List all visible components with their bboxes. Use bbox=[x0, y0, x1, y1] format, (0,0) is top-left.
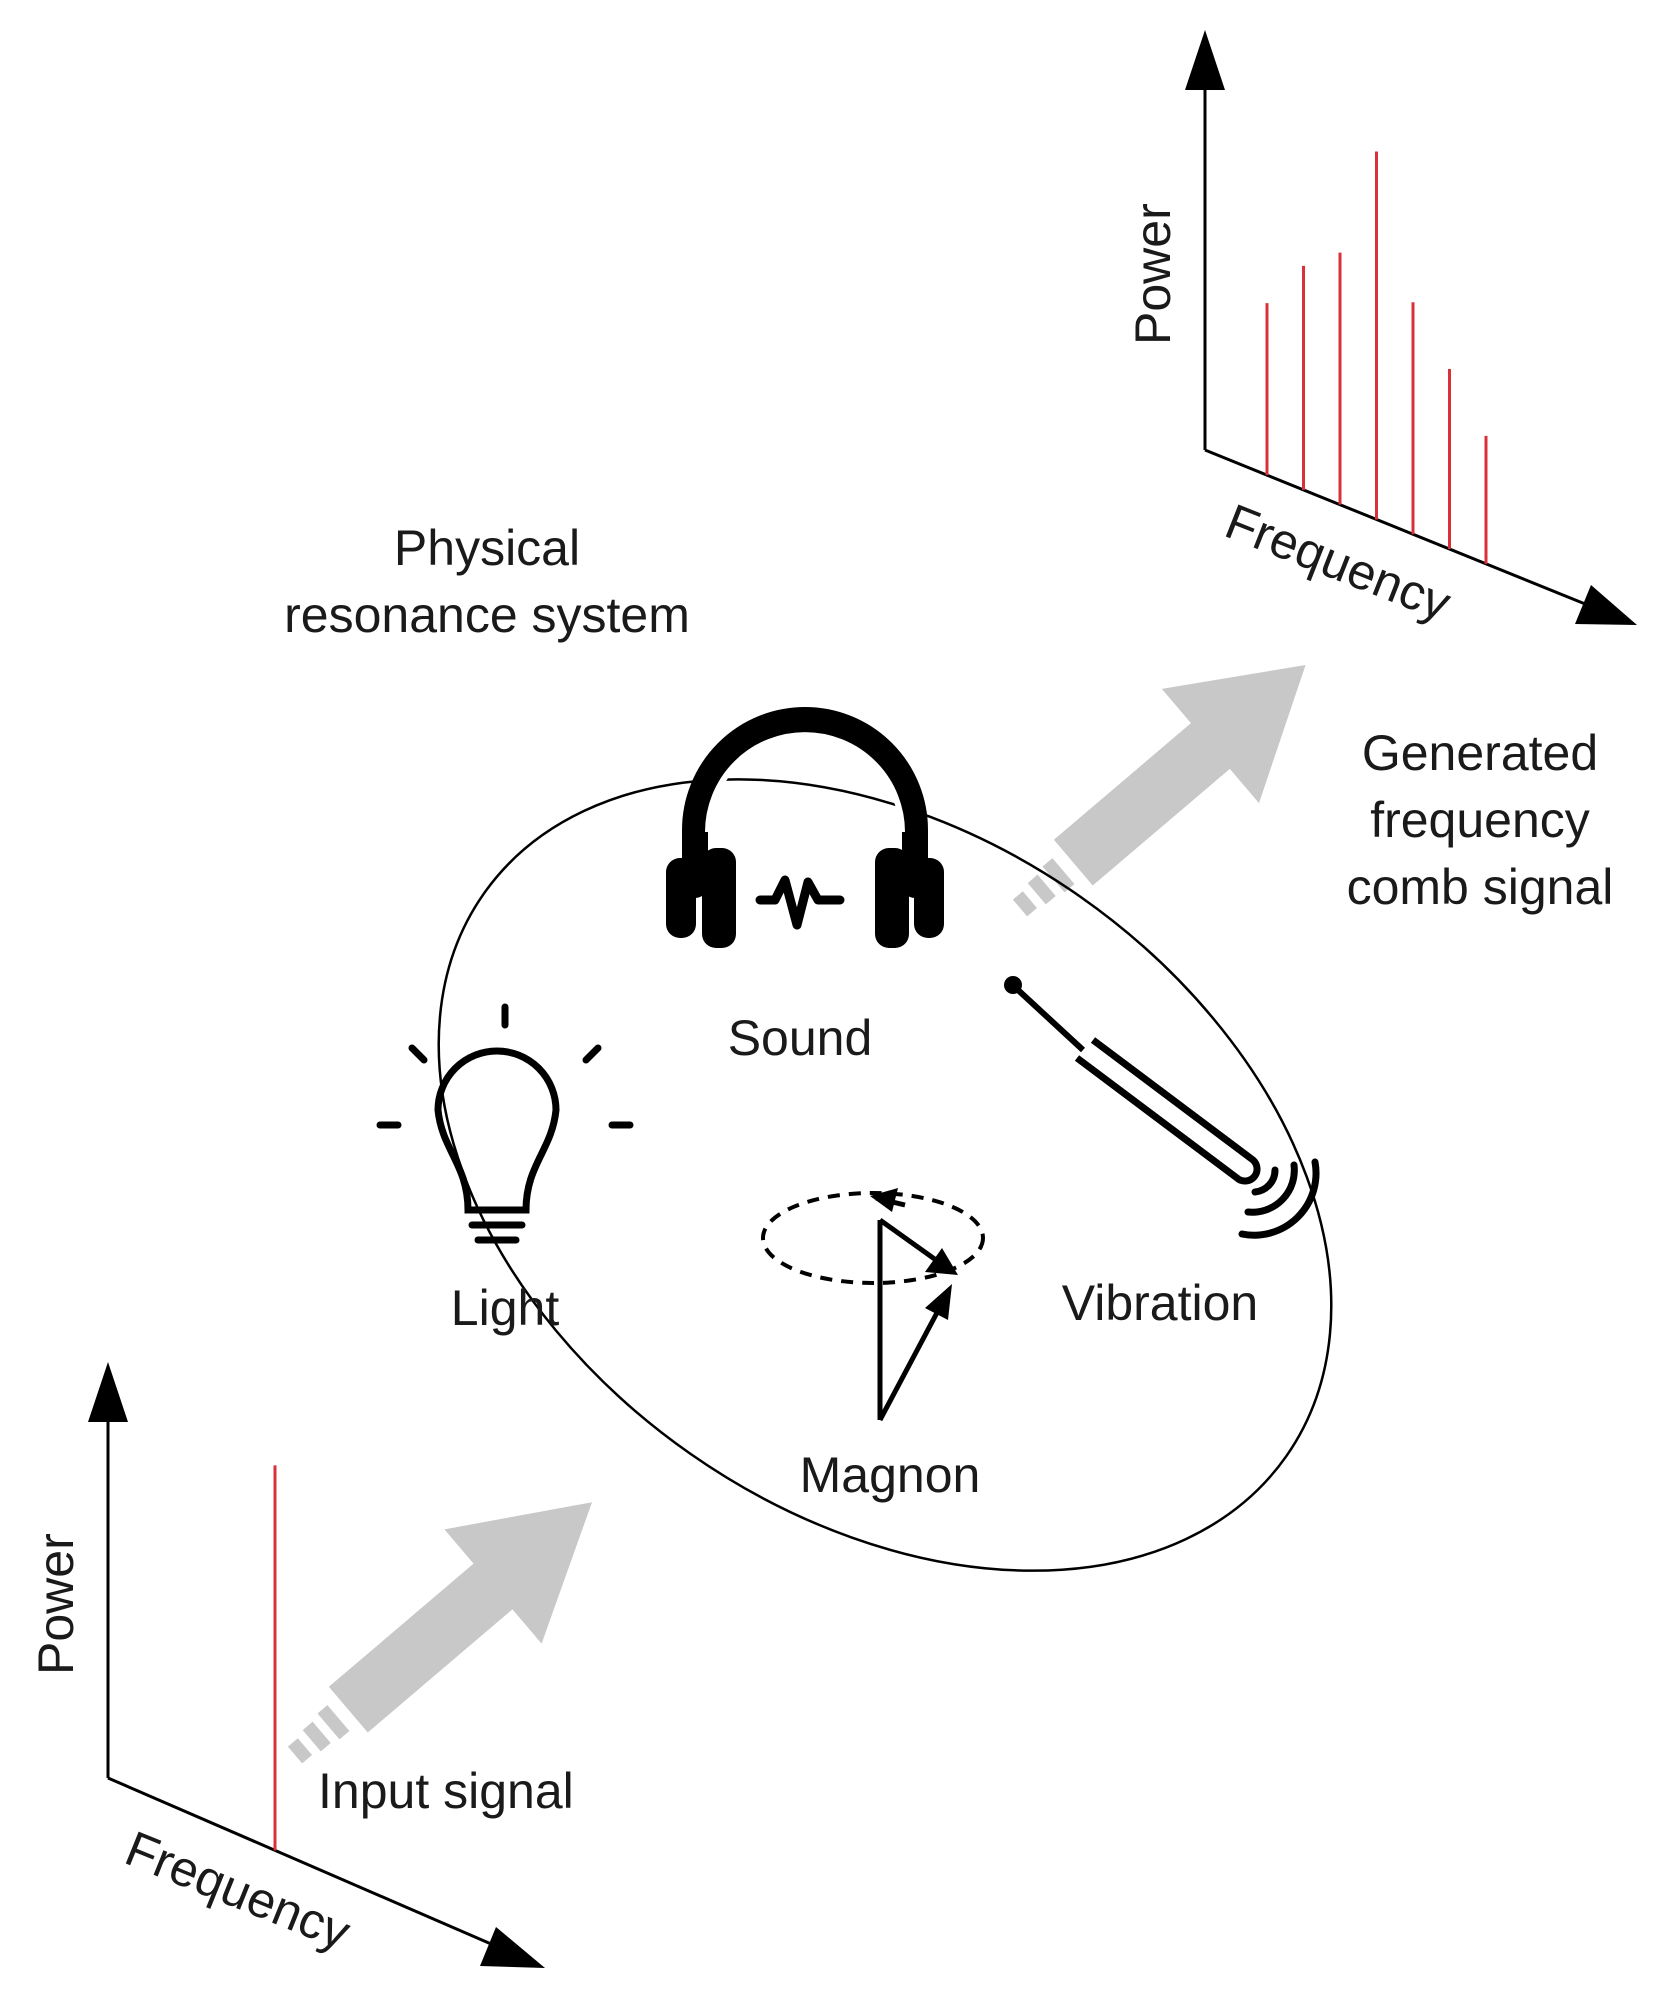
magnon-label: Magnon bbox=[800, 1447, 981, 1503]
system-title-line2: resonance system bbox=[284, 587, 690, 643]
input-spectrum: Power Frequency Input signal bbox=[28, 1362, 574, 1968]
input-x-axis-label: Frequency bbox=[118, 1820, 358, 1960]
resonance-system-boundary bbox=[437, 778, 1333, 1572]
output-y-axis-arrowhead bbox=[1185, 30, 1225, 90]
tuning-fork-icon bbox=[1004, 976, 1320, 1239]
headphones-icon bbox=[666, 707, 944, 948]
output-x-axis-label: Frequency bbox=[1218, 493, 1458, 632]
input-x-axis-arrowhead bbox=[480, 1927, 545, 1968]
output-x-axis-arrowhead bbox=[1575, 585, 1637, 625]
output-label-line1: Generated bbox=[1362, 725, 1598, 781]
output-y-axis-label: Power bbox=[1125, 203, 1181, 345]
vibration-label: Vibration bbox=[1062, 1275, 1258, 1331]
output-comb-lines bbox=[1265, 151, 1488, 564]
magnon-precession-icon bbox=[761, 1188, 985, 1422]
system-title-line1: Physical bbox=[394, 520, 580, 576]
sound-label: Sound bbox=[728, 1010, 873, 1066]
input-y-axis-label: Power bbox=[28, 1533, 84, 1675]
light-label: Light bbox=[451, 1280, 560, 1336]
input-x-axis bbox=[107, 1776, 506, 1952]
input-flow-arrow bbox=[287, 1502, 592, 1764]
output-label-line2: frequency bbox=[1370, 792, 1590, 848]
output-label-line3: comb signal bbox=[1347, 859, 1614, 915]
output-flow-arrow bbox=[1012, 664, 1306, 917]
input-signal-label: Input signal bbox=[318, 1763, 574, 1819]
input-y-axis-arrowhead bbox=[88, 1362, 128, 1422]
light-bulb-icon bbox=[376, 1003, 634, 1244]
output-x-axis bbox=[1204, 448, 1601, 612]
output-spectrum: Power Frequency bbox=[1125, 30, 1637, 632]
